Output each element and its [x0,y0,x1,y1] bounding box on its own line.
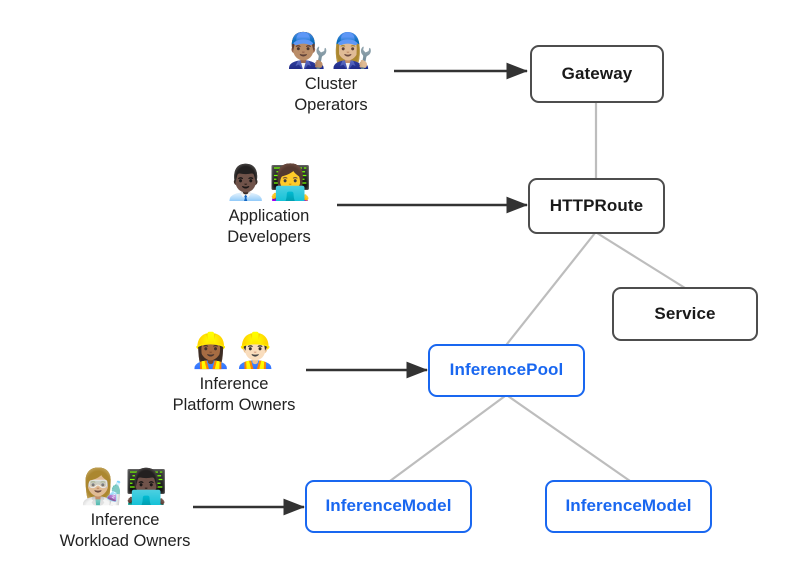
persona-inference-workload-owners: 👩🏼‍🔬👨🏿‍💻 Inference Workload Owners [25,466,225,552]
scientist-and-technologist-icon: 👩🏼‍🔬👨🏿‍💻 [80,467,170,507]
connector-inferencepool-model-left [388,394,507,483]
connector-inferencepool-model-right [506,394,632,483]
persona-label-line1: Inference [90,511,160,529]
persona-label-line2: Operators [294,96,368,114]
persona-label-line2: Developers [227,228,311,246]
node-inferencepool[interactable]: InferencePool [428,344,585,397]
node-inferencemodel-right-label: InferenceModel [565,496,692,516]
connector-httproute-service [595,231,687,290]
persona-label-line1: Application [228,207,310,225]
persona-label-line1: Cluster [304,75,358,93]
node-httproute-label: HTTPRoute [549,195,644,215]
node-inferencemodel-right[interactable]: InferenceModel [545,480,712,533]
connector-httproute-inferencepool [505,231,597,346]
node-inferencemodel-left[interactable]: InferenceModel [305,480,472,533]
persona-cluster-operators-label: Cluster Operators [294,74,367,116]
node-service-label: Service [654,303,716,323]
node-gateway[interactable]: Gateway [530,45,664,103]
office-worker-and-technologist-icon: 👨🏿‍💼👩‍💻 [224,163,314,203]
node-httproute[interactable]: HTTPRoute [528,178,665,234]
persona-cluster-operators: 👨🏽‍🔧👩🏼‍🔧 Cluster Operators [231,30,431,116]
persona-application-developers: 👨🏿‍💼👩‍💻 Application Developers [169,162,369,248]
node-inferencemodel-left-label: InferenceModel [325,496,452,516]
persona-label-line1: Inference [199,375,269,393]
mechanic-pair-icon: 👨🏽‍🔧👩🏼‍🔧 [286,31,376,71]
persona-label-line2: Platform Owners [172,396,296,414]
persona-label-line2: Workload Owners [59,532,191,550]
persona-application-developers-label: Application Developers [227,206,310,248]
node-inferencepool-label: InferencePool [449,360,564,380]
persona-inference-platform-owners-label: Inference Platform Owners [173,374,296,416]
persona-inference-platform-owners: 👷🏾‍♀️👷🏻‍♂️ Inference Platform Owners [134,330,334,416]
node-service[interactable]: Service [612,287,758,341]
construction-worker-pair-icon: 👷🏾‍♀️👷🏻‍♂️ [189,331,279,371]
persona-inference-workload-owners-label: Inference Workload Owners [60,510,191,552]
node-gateway-label: Gateway [561,63,633,83]
